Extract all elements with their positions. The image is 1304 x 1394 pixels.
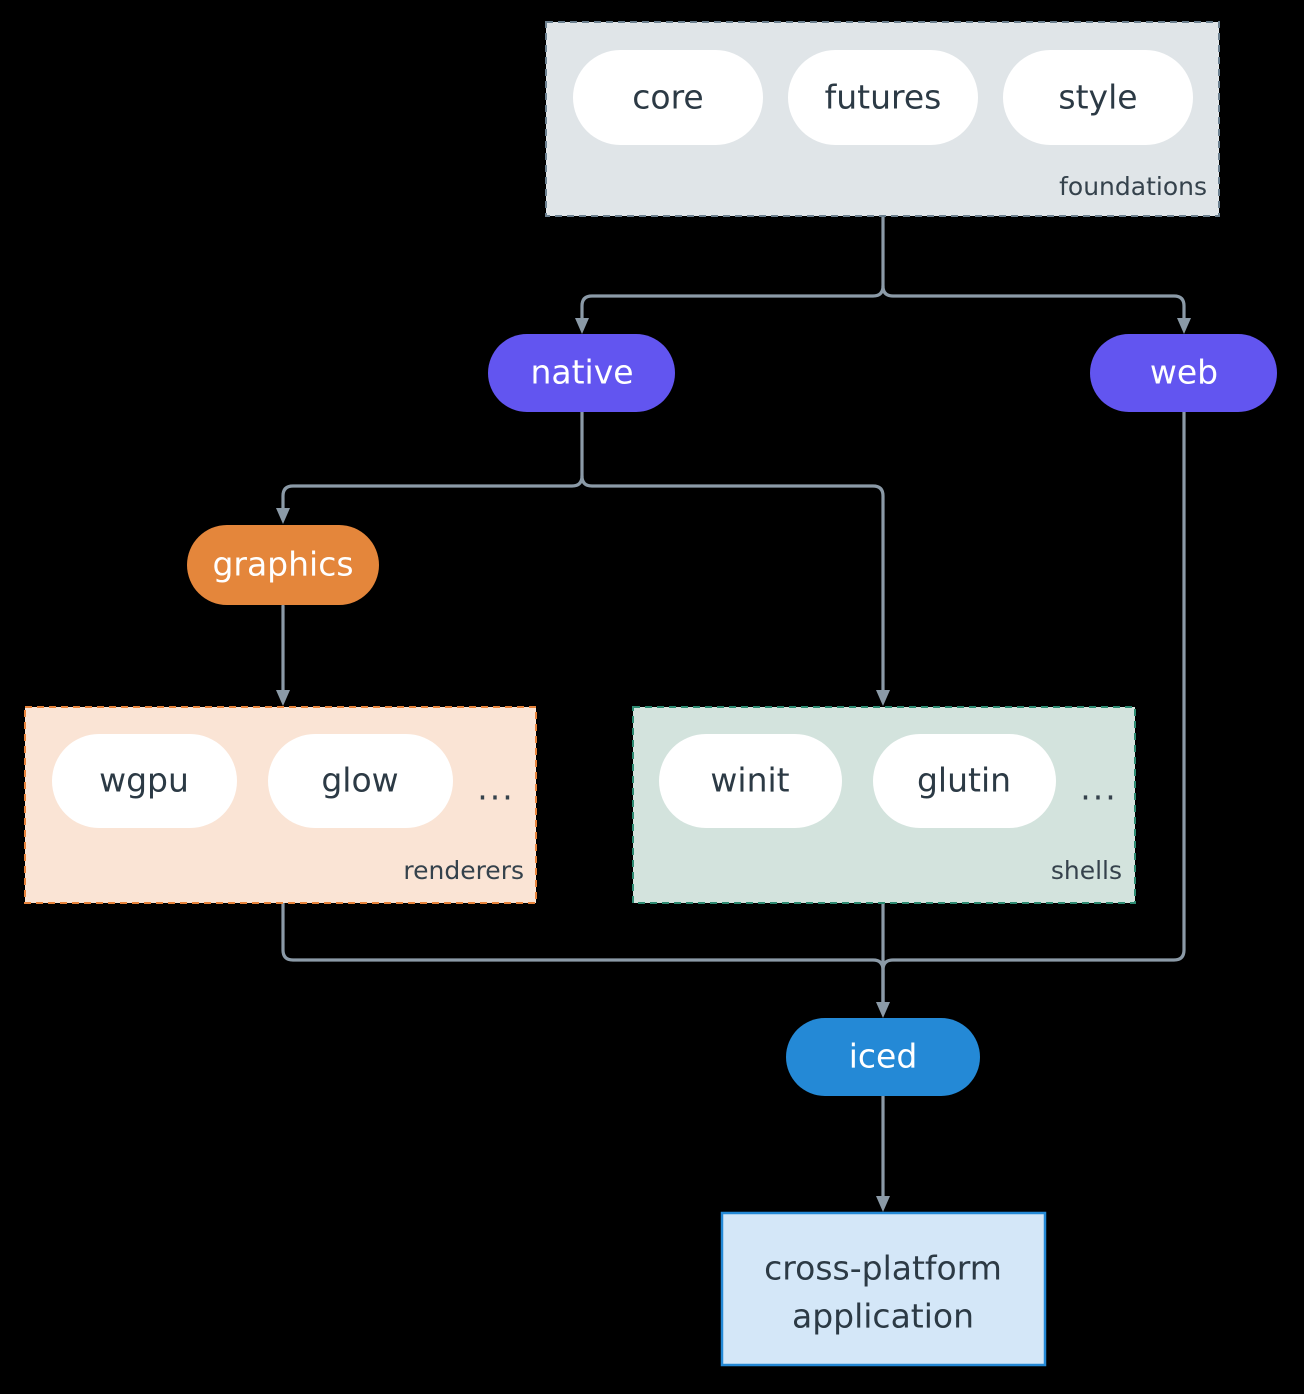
arrow-head-shells xyxy=(876,690,890,706)
arrow-head-renderers xyxy=(276,690,290,706)
edge-foundations-fork xyxy=(580,214,885,324)
node-native-shape xyxy=(488,334,675,412)
node-wgpu-shape xyxy=(52,734,237,828)
node-winit[interactable]: winit xyxy=(659,734,842,828)
node-iced-label: iced xyxy=(849,1037,918,1076)
node-futures-label: futures xyxy=(825,78,942,117)
node-core-shape xyxy=(573,50,763,145)
node-core[interactable]: core xyxy=(573,50,763,145)
node-glutin-label: glutin xyxy=(917,761,1011,800)
node-wgpu-label: wgpu xyxy=(99,761,189,800)
node-glow[interactable]: glow xyxy=(268,734,453,828)
node-glutin[interactable]: glutin xyxy=(873,734,1056,828)
edge-renderers-iced xyxy=(281,901,885,1008)
edge-native-fork-left xyxy=(281,410,584,515)
arrow-head-application xyxy=(876,1196,890,1212)
node-renderers-more-label: ... xyxy=(477,769,514,808)
node-winit-shape xyxy=(659,734,842,828)
node-web[interactable]: web xyxy=(1090,334,1277,412)
node-wgpu[interactable]: wgpu xyxy=(52,734,237,828)
edge-native-fork-right xyxy=(580,474,885,696)
arrow-head-graphics xyxy=(276,508,290,524)
node-iced[interactable]: iced xyxy=(786,1018,980,1096)
arrow-head-native xyxy=(575,318,589,334)
node-application-label-line1: cross-platform xyxy=(764,1249,1002,1288)
node-graphics-label: graphics xyxy=(212,545,353,584)
arrow-head-web xyxy=(1177,318,1191,334)
node-application[interactable]: cross-platform application xyxy=(720,1211,1047,1367)
node-native[interactable]: native xyxy=(488,334,675,412)
node-iced-shape xyxy=(786,1018,980,1096)
cluster-foundations[interactable]: core futures style foundations xyxy=(545,21,1220,217)
node-graphics-shape xyxy=(187,525,379,605)
node-futures-shape xyxy=(788,50,978,145)
node-glow-label: glow xyxy=(321,761,398,800)
node-core-label: core xyxy=(632,78,703,117)
node-glow-shape xyxy=(268,734,453,828)
edge-foundations-fork-right xyxy=(881,284,1186,324)
node-futures[interactable]: futures xyxy=(788,50,978,145)
node-native-label: native xyxy=(530,353,633,392)
arrow-head-iced xyxy=(876,1002,890,1018)
node-style-shape xyxy=(1003,50,1193,145)
node-shells-more-label: ... xyxy=(1080,769,1117,808)
node-application-shape xyxy=(720,1211,1047,1367)
cluster-shells[interactable]: winit glutin ... shells xyxy=(632,706,1136,904)
node-application-label-line2: application xyxy=(792,1297,974,1336)
cluster-renderers-label: renderers xyxy=(403,856,524,885)
node-web-shape xyxy=(1090,334,1277,412)
node-glutin-shape xyxy=(873,734,1056,828)
node-winit-label: winit xyxy=(710,761,789,800)
edge-web-iced xyxy=(881,410,1186,1008)
node-style[interactable]: style xyxy=(1003,50,1193,145)
edges-layer xyxy=(276,214,1191,1212)
node-web-label: web xyxy=(1150,353,1218,392)
node-style-label: style xyxy=(1058,78,1137,117)
cluster-foundations-label: foundations xyxy=(1059,172,1207,201)
cluster-renderers[interactable]: wgpu glow ... renderers xyxy=(24,706,537,904)
cluster-shells-label: shells xyxy=(1051,856,1122,885)
node-graphics[interactable]: graphics xyxy=(187,525,379,605)
